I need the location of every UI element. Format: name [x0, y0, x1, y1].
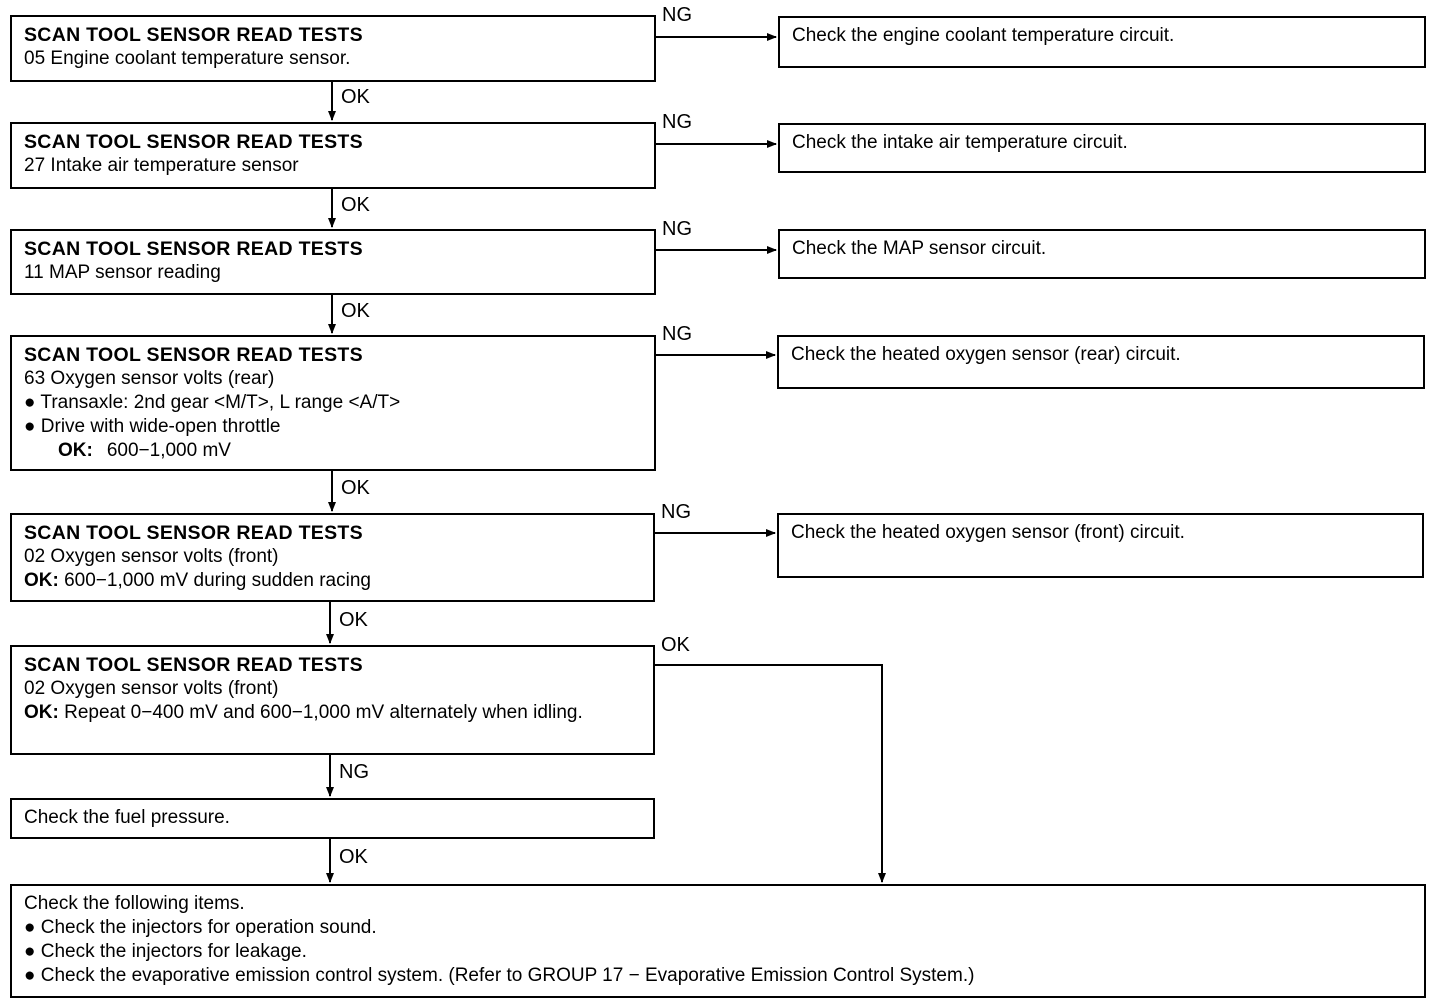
step-1-ng-result: Check the engine coolant temperature cir…	[778, 16, 1426, 68]
final-bullet-3-text: Check the evaporative emission control s…	[40, 965, 975, 986]
step-4-ok-spec-label: OK:	[58, 440, 93, 461]
final-bullet-3: ● Check the evaporative emission control…	[24, 964, 1412, 988]
step-5-ok-spec: OK: 600−1,000 mV during sudden racing	[24, 569, 641, 593]
step-5-ng-result: Check the heated oxygen sensor (front) c…	[777, 513, 1424, 578]
final-check-title: Check the following items.	[24, 893, 245, 914]
final-bullet-1: ● Check the injectors for operation soun…	[24, 916, 1412, 940]
step-4-ng-label: NG	[662, 323, 692, 345]
step-3-ng-label: NG	[662, 218, 692, 240]
step-4-bullet-2: ● Drive with wide-open throttle	[24, 415, 642, 439]
final-bullet-1-text: Check the injectors for operation sound.	[40, 917, 377, 938]
bullet-icon: ●	[24, 965, 36, 986]
step-3-ng-result-text: Check the MAP sensor circuit.	[792, 238, 1047, 259]
step-5-ok-spec-label: OK:	[24, 570, 59, 591]
step-2-ok-label: OK	[341, 194, 370, 216]
step-4-bullet-2-text: Drive with wide-open throttle	[40, 416, 281, 437]
step-4-line: 63 Oxygen sensor volts (rear)	[24, 368, 275, 389]
step-1-ok-label: OK	[341, 86, 370, 108]
step-2-box: SCAN TOOL SENSOR READ TESTS 27 Intake ai…	[10, 122, 656, 189]
final-bullet-2: ● Check the injectors for leakage.	[24, 940, 1412, 964]
step-1-title: SCAN TOOL SENSOR READ TESTS	[24, 24, 363, 46]
fuel-pressure-ok-label: OK	[339, 846, 368, 868]
step-5-title: SCAN TOOL SENSOR READ TESTS	[24, 522, 363, 544]
step-3-line: 11 MAP sensor reading	[24, 262, 221, 283]
step-4-ok-spec: OK: 600−1,000 mV	[24, 439, 642, 463]
step-6-ok-label: OK	[661, 634, 690, 656]
step-6-title: SCAN TOOL SENSOR READ TESTS	[24, 654, 363, 676]
bullet-icon: ●	[24, 917, 36, 938]
step-4-bullet-1-text: Transaxle: 2nd gear <M/T>, L range <A/T>	[40, 392, 401, 413]
step-5-ok-spec-value: 600−1,000 mV during sudden racing	[64, 570, 371, 591]
step-3-box: SCAN TOOL SENSOR READ TESTS 11 MAP senso…	[10, 229, 656, 295]
step-1-box: SCAN TOOL SENSOR READ TESTS 05 Engine co…	[10, 15, 656, 82]
step-3-title: SCAN TOOL SENSOR READ TESTS	[24, 238, 363, 260]
final-bullet-2-text: Check the injectors for leakage.	[40, 941, 307, 962]
step-4-bullet-1: ● Transaxle: 2nd gear <M/T>, L range <A/…	[24, 391, 642, 415]
step-4-ng-result: Check the heated oxygen sensor (rear) ci…	[777, 335, 1425, 389]
ok-path-6	[655, 664, 886, 883]
step-2-line: 27 Intake air temperature sensor	[24, 155, 299, 176]
step-4-ng-result-text: Check the heated oxygen sensor (rear) ci…	[791, 344, 1181, 365]
step-6-ok-spec: OK: Repeat 0−400 mV and 600−1,000 mV alt…	[24, 701, 639, 725]
step-5-box: SCAN TOOL SENSOR READ TESTS 02 Oxygen se…	[10, 513, 655, 602]
fuel-pressure-text: Check the fuel pressure.	[24, 807, 230, 828]
step-5-line: 02 Oxygen sensor volts (front)	[24, 546, 279, 567]
step-2-ng-label: NG	[662, 111, 692, 133]
bullet-icon: ●	[24, 416, 36, 437]
step-6-box: SCAN TOOL SENSOR READ TESTS 02 Oxygen se…	[10, 645, 655, 755]
step-5-ok-label: OK	[339, 609, 368, 631]
step-6-ok-spec-value: Repeat 0−400 mV and 600−1,000 mV alterna…	[64, 702, 583, 723]
step-5-ng-result-text: Check the heated oxygen sensor (front) c…	[791, 522, 1185, 543]
step-4-ok-spec-value: 600−1,000 mV	[106, 440, 231, 461]
step-1-line: 05 Engine coolant temperature sensor.	[24, 48, 351, 69]
bullet-icon: ●	[24, 392, 36, 413]
final-check-box: Check the following items. ● Check the i…	[10, 884, 1426, 998]
step-6-line: 02 Oxygen sensor volts (front)	[24, 678, 279, 699]
step-4-ok-label: OK	[341, 477, 370, 499]
step-6-ng-label: NG	[339, 761, 369, 783]
step-3-ng-result: Check the MAP sensor circuit.	[778, 229, 1426, 279]
bullet-icon: ●	[24, 941, 36, 962]
step-2-ng-result: Check the intake air temperature circuit…	[778, 123, 1426, 173]
step-2-ng-result-text: Check the intake air temperature circuit…	[792, 132, 1128, 153]
step-1-ng-result-text: Check the engine coolant temperature cir…	[792, 25, 1175, 46]
step-3-ok-label: OK	[341, 300, 370, 322]
step-4-box: SCAN TOOL SENSOR READ TESTS 63 Oxygen se…	[10, 335, 656, 471]
step-2-title: SCAN TOOL SENSOR READ TESTS	[24, 131, 363, 153]
step-4-title: SCAN TOOL SENSOR READ TESTS	[24, 344, 363, 366]
step-1-ng-label: NG	[662, 4, 692, 26]
fuel-pressure-box: Check the fuel pressure.	[10, 798, 655, 839]
step-6-ok-spec-label: OK:	[24, 702, 59, 723]
step-5-ng-label: NG	[661, 501, 691, 523]
